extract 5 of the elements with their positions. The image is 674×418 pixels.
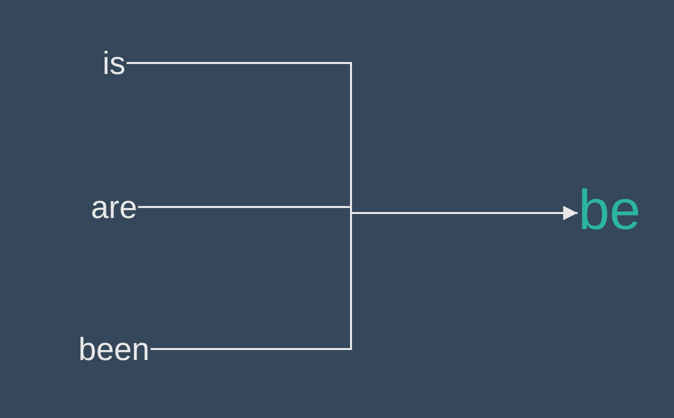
word-label: been [78, 330, 150, 368]
word-label: be [578, 176, 641, 242]
connector-arrow [150, 206, 578, 350]
word-label: is [102, 44, 126, 82]
word-label: are [90, 188, 138, 226]
